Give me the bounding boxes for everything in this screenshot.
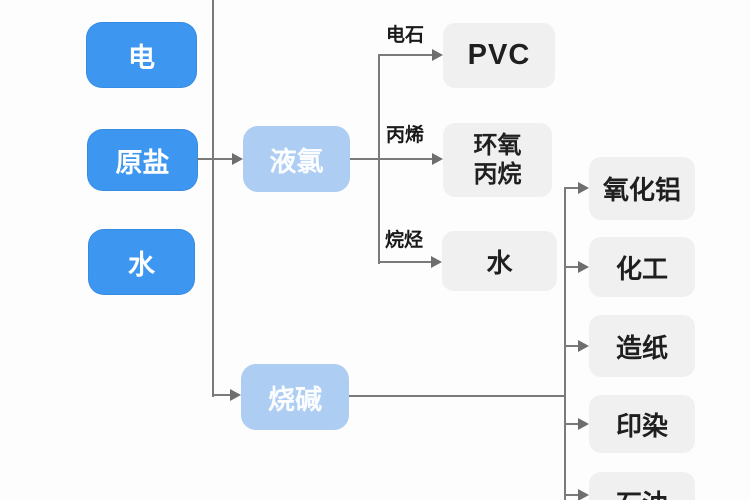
arrowhead-to-alumina [578,182,589,194]
edge-label-propylene: 丙烯 [386,125,425,146]
node-pvc: PVC [443,23,555,88]
connector-applications-spine [564,187,566,500]
node-propylene-oxide-line1: 环氧 [473,131,522,159]
arrowhead-to-caustic-soda [230,389,241,401]
connector-to-printing-dyeing [566,423,579,425]
node-electricity: 电 [86,22,197,88]
node-propylene-oxide: 环氧 丙烷 [443,123,552,197]
arrowhead-to-water-product [431,256,442,268]
arrowhead-to-chemical-industry [578,261,589,273]
node-water-input: 水 [88,229,195,295]
connector-liquid-chlorine-out [350,158,379,160]
arrowhead-to-propylene-oxide [432,153,443,165]
connector-trunk-to-caustic-soda [212,394,232,396]
arrowhead-to-liquid-chlorine [232,153,243,165]
edge-label-calcium-carbide: 电石 [386,25,425,46]
node-caustic-soda: 烧碱 [241,364,349,430]
node-printing-dyeing: 印染 [589,395,695,453]
connector-to-petroleum [566,494,579,496]
node-water-product: 水 [442,231,557,291]
edge-label-alkanes: 烷烃 [385,230,424,251]
node-papermaking: 造纸 [589,315,695,377]
node-liquid-chlorine: 液氯 [243,126,350,192]
connector-chlorine-branch-spine [378,54,380,264]
node-chemical-industry: 化工 [589,237,695,297]
connector-to-water-product [378,261,431,263]
node-raw-salt: 原盐 [87,129,198,191]
connector-to-papermaking [566,345,579,347]
node-petroleum: 石油 [589,472,695,500]
connector-raw-salt-to-liquid-chlorine [197,158,233,160]
connector-to-pvc [378,54,432,56]
node-propylene-oxide-line2: 丙烷 [473,161,522,188]
connector-caustic-soda-out [349,395,566,397]
connector-to-alumina [564,187,579,189]
node-alumina: 氧化铝 [589,157,695,220]
connector-top-trunk-vertical [212,0,214,397]
arrowhead-to-petroleum [578,489,589,500]
arrowhead-to-pvc [432,49,443,61]
connector-to-chemical-industry [566,266,579,268]
arrowhead-to-papermaking [578,340,589,352]
arrowhead-to-printing-dyeing [578,418,589,430]
connector-to-propylene-oxide [380,158,432,160]
